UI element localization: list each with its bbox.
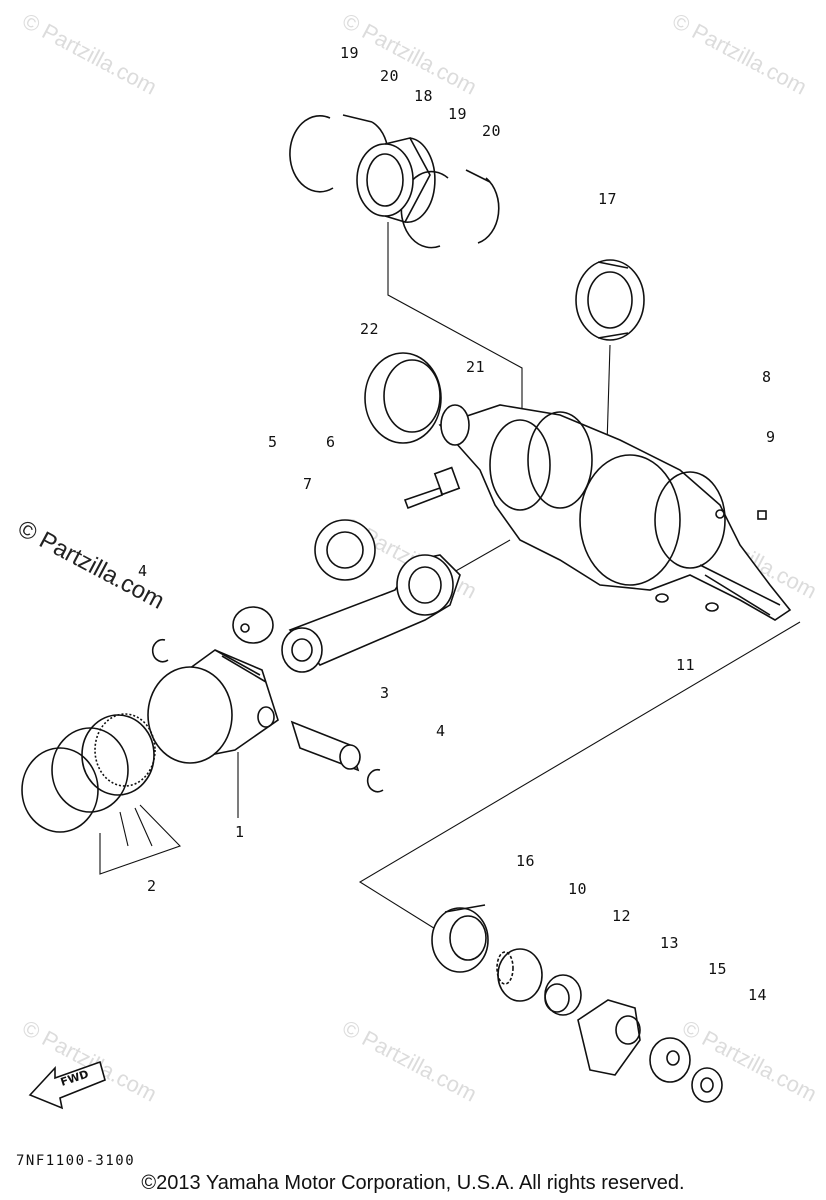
- callout-6: 6: [326, 433, 336, 451]
- conrod-bearing-7: [314, 519, 376, 581]
- callout-20b: 20: [482, 122, 502, 140]
- callout-14: 14: [748, 986, 768, 1004]
- piston-1: [147, 649, 279, 764]
- bolt-6: [403, 466, 461, 510]
- callout-8: 8: [762, 368, 772, 386]
- fwd-arrow-icon: FWD: [28, 1060, 106, 1110]
- bearing-16: [431, 904, 489, 973]
- circlip-4-left: [151, 638, 169, 663]
- callout-11: 11: [676, 656, 696, 674]
- callout-2: 2: [147, 877, 157, 895]
- part-13: [577, 999, 641, 1076]
- callout-18: 18: [414, 87, 434, 105]
- piston-rings-2: [21, 713, 156, 833]
- diagram-code: 7NF1100-3100: [16, 1153, 136, 1169]
- callout-13: 13: [660, 934, 680, 952]
- callout-7: 7: [303, 475, 313, 493]
- nut-14: [691, 1067, 723, 1103]
- callout-21: 21: [466, 358, 486, 376]
- callout-9: 9: [766, 428, 776, 446]
- callout-17: 17: [598, 190, 618, 208]
- callout-4b: 4: [436, 722, 446, 740]
- gear-10: [496, 948, 543, 1002]
- washer-15: [649, 1037, 691, 1083]
- small-end-bearing: [232, 606, 274, 644]
- main-bearing-18: [356, 137, 436, 223]
- callout-3: 3: [380, 684, 390, 702]
- connecting-rod-5: [281, 554, 461, 673]
- callout-16: 16: [516, 852, 536, 870]
- callout-22: 22: [360, 320, 380, 338]
- callout-19b: 19: [448, 105, 468, 123]
- callout-12: 12: [612, 907, 632, 925]
- crankshaft: [438, 404, 792, 621]
- oil-seal-22: [364, 352, 442, 444]
- piston-pin-3: [290, 720, 361, 772]
- callout-1: 1: [235, 823, 245, 841]
- callout-20a: 20: [380, 67, 400, 85]
- circlip-4-right: [366, 768, 384, 793]
- connector-lines: [99, 222, 801, 936]
- callout-19a: 19: [340, 44, 360, 62]
- main-bearing-17: [575, 259, 645, 341]
- callout-5: 5: [268, 433, 278, 451]
- copyright-notice: ©2013 Yamaha Motor Corporation, U.S.A. A…: [141, 1172, 685, 1194]
- pin-9: [757, 510, 767, 520]
- collar-12: [544, 974, 582, 1016]
- callout-10: 10: [568, 880, 588, 898]
- callout-4a: 4: [138, 562, 148, 580]
- callout-15: 15: [708, 960, 728, 978]
